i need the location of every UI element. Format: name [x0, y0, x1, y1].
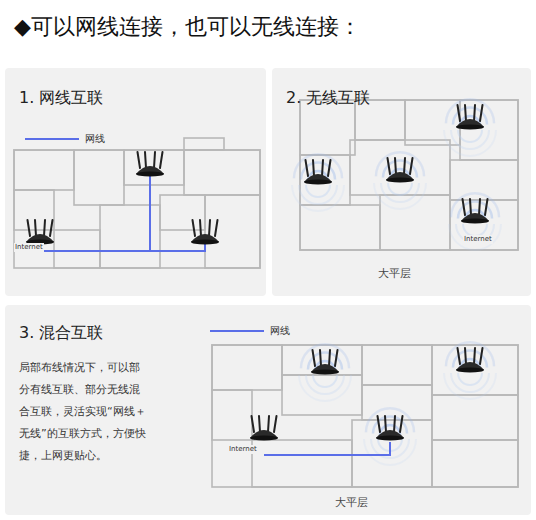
internet-label: Internet [228, 445, 258, 454]
cable-line-sample [25, 136, 79, 142]
panel-heading: 3. 混合互联 [19, 323, 103, 344]
cable-line-sample [210, 328, 264, 334]
internet-label: Internet [463, 235, 493, 244]
caption-text: 大平层 [378, 266, 411, 281]
panel-heading: 2. 无线互联 [286, 88, 370, 109]
page-title: ◆可以网线连接，也可以无线连接： [14, 12, 361, 42]
description-text: 局部布线情况下，可以部分有线互联、部分无线混合互联，灵活实现“网线＋无线”的互联… [19, 357, 147, 467]
legend-item: 网线 [210, 324, 290, 338]
legend-text: 网线 [85, 132, 105, 146]
legend-item: 网线 [25, 132, 105, 146]
panel: 3. 混合互联局部布线情况下，可以部分有线互联、部分无线混合互联，灵活实现“网线… [5, 305, 531, 515]
panel-heading: 1. 网线互联 [19, 88, 103, 109]
internet-label: Internet [14, 243, 44, 252]
legend-text: 网线 [270, 324, 290, 338]
panel: 1. 网线互联网线 [5, 68, 266, 296]
caption-text: 大平层 [335, 495, 368, 510]
